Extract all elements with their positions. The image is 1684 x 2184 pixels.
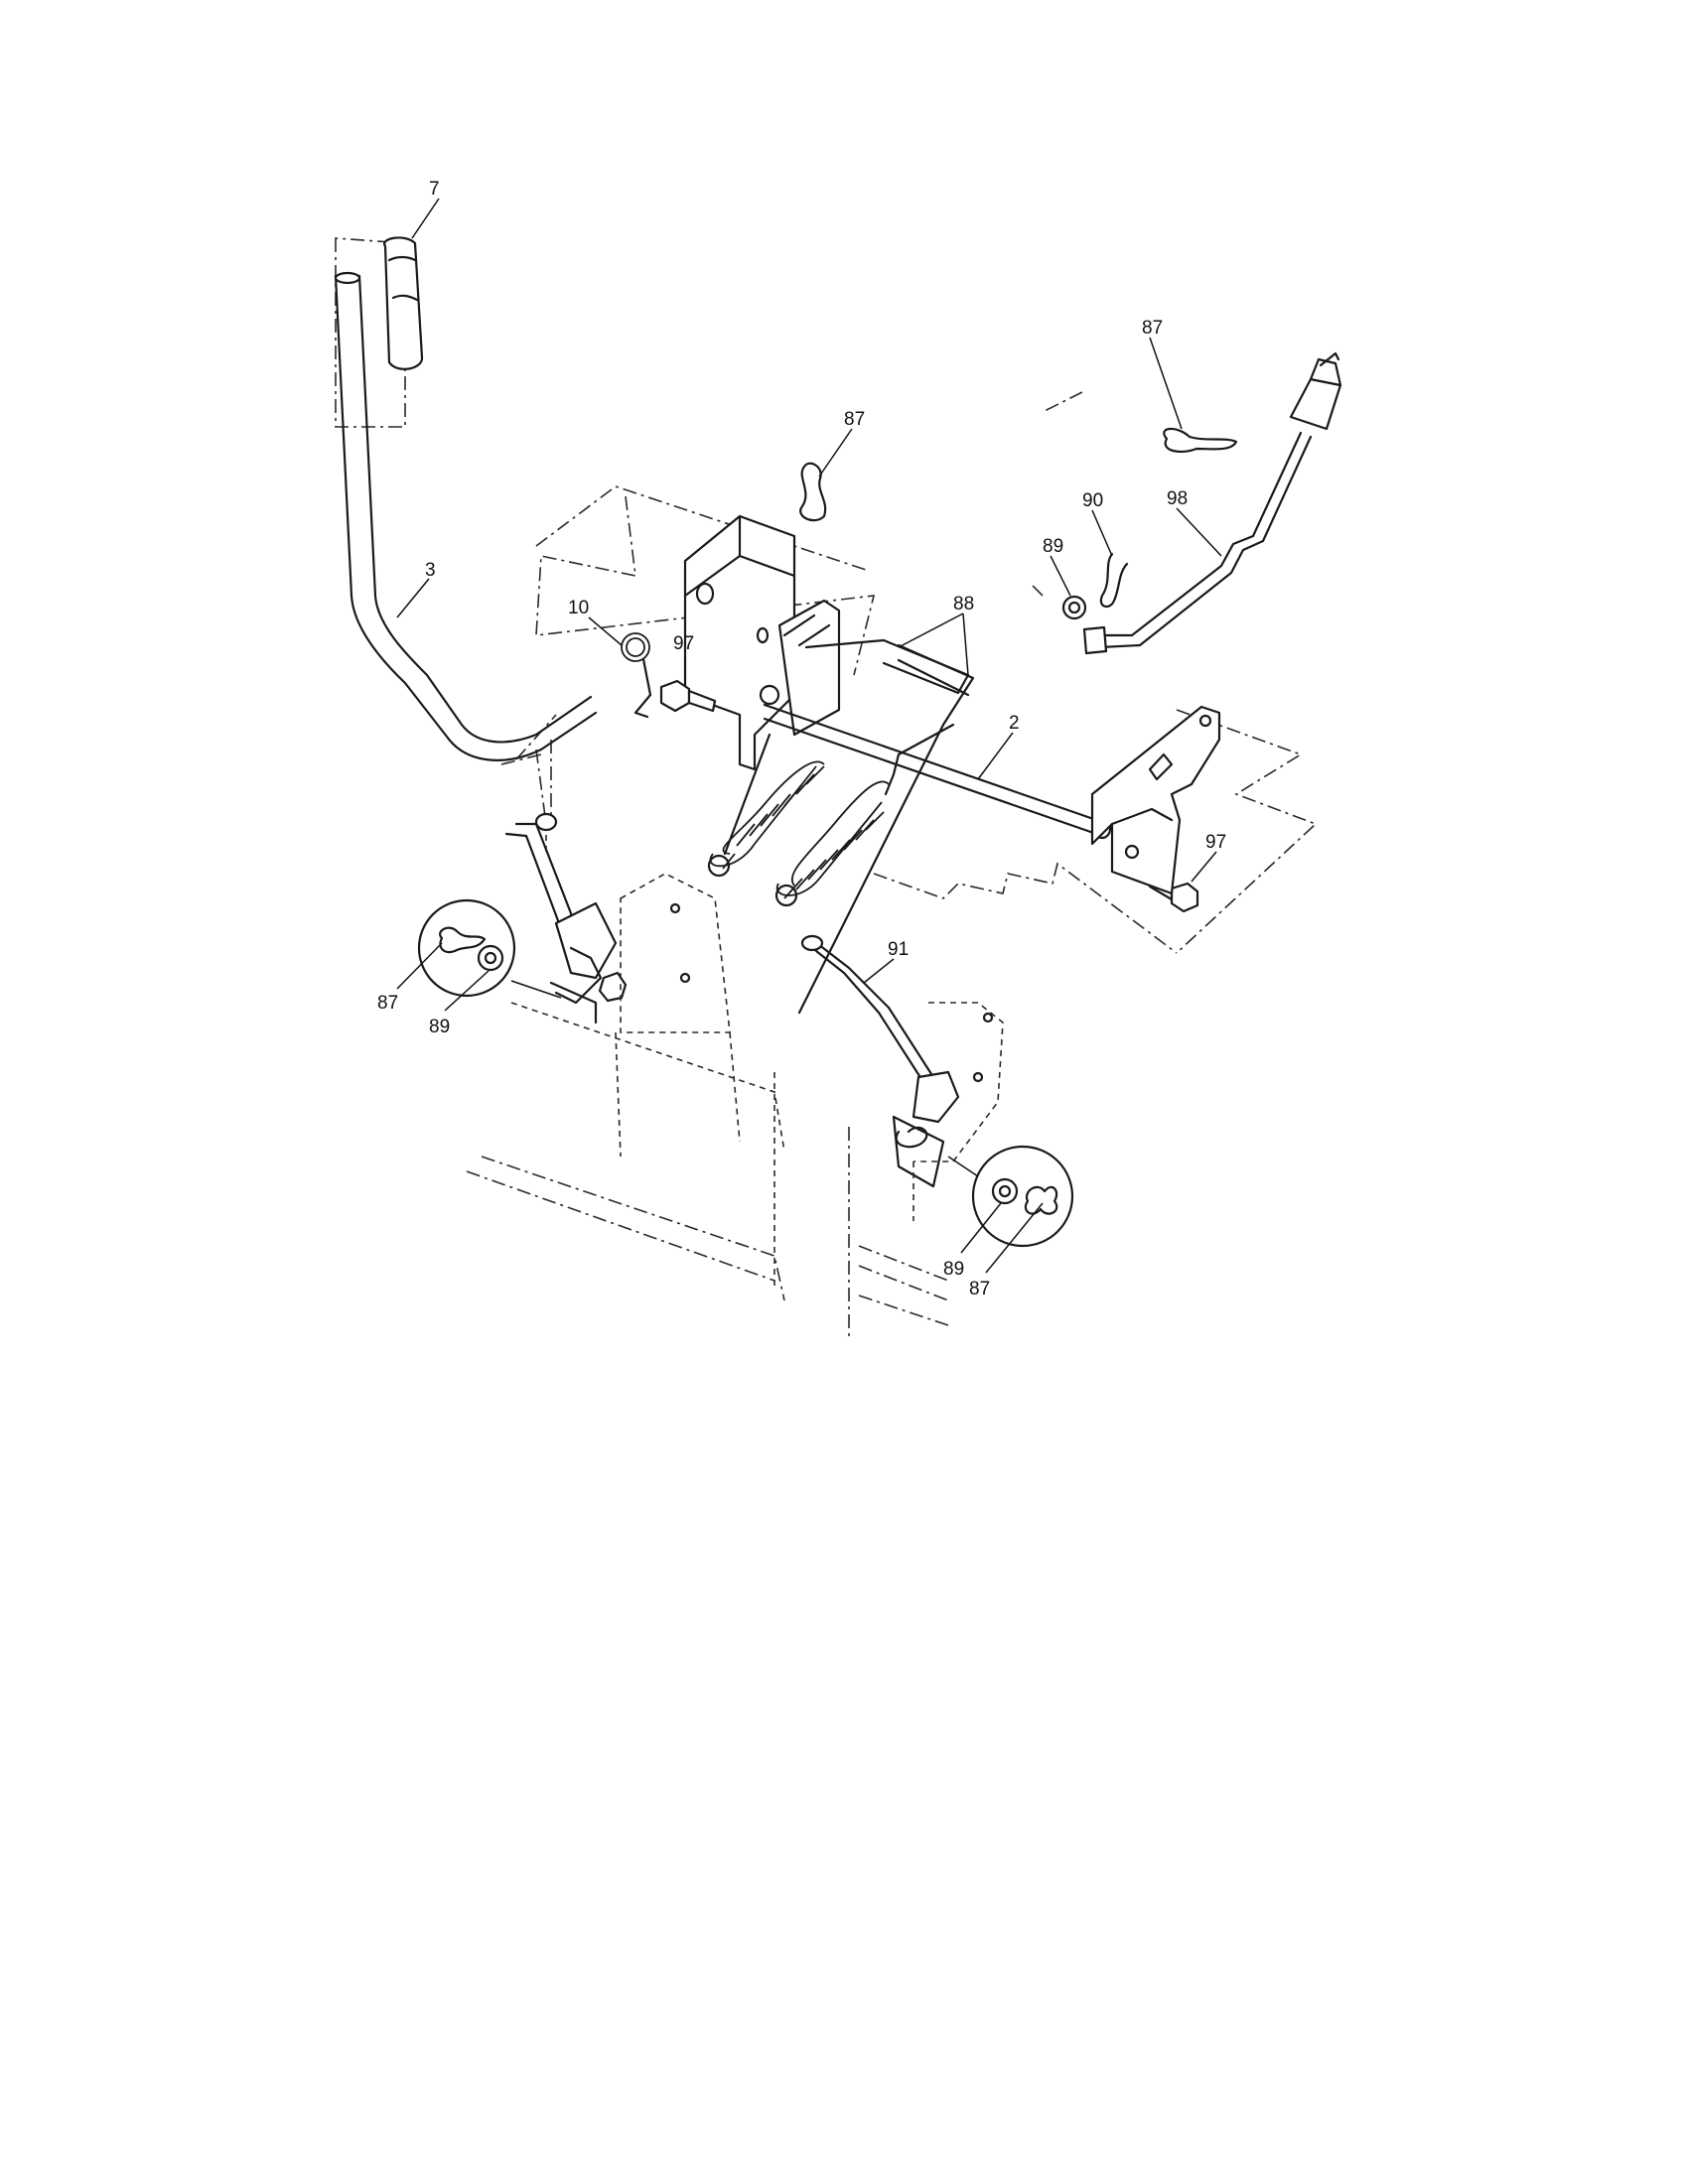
callouts: 7 87 87 90 98 89 3 10 97 88 2 97 91 87 8… (377, 179, 1226, 1299)
callout-2: 2 (1009, 713, 1020, 734)
callout-3: 3 (425, 560, 436, 581)
spring-left-coils (707, 760, 825, 878)
callout-87-top: 87 (844, 409, 865, 430)
right-lift-link-part (800, 934, 960, 1188)
left-detail-circle (417, 898, 562, 999)
right-clip-group (1061, 427, 1238, 620)
cross-shaft-part (763, 703, 1112, 840)
callout-89-bottom: 89 (943, 1259, 964, 1280)
callout-87-bottom: 87 (969, 1279, 990, 1299)
callout-91: 91 (888, 939, 909, 960)
bolt-center (659, 679, 717, 713)
leader-lines (396, 198, 1222, 1274)
lift-lever-part (334, 271, 598, 761)
callout-90: 90 (1082, 490, 1103, 511)
callout-97-right: 97 (1205, 832, 1226, 853)
drag-link-rod-part (1082, 351, 1342, 655)
callout-10: 10 (568, 598, 589, 618)
callout-98: 98 (1167, 488, 1188, 509)
callout-7: 7 (429, 179, 440, 200)
callout-87-left: 87 (377, 993, 398, 1014)
torsion-spring-part (621, 632, 652, 719)
handle-grip-part (383, 236, 424, 370)
center-bracket-assembly (683, 514, 841, 771)
left-deck-bracket (510, 873, 785, 1158)
top-clip (799, 462, 827, 522)
right-detail-circle (947, 1145, 1074, 1248)
callout-97-center: 97 (673, 633, 694, 654)
callout-89-left: 89 (429, 1017, 450, 1037)
right-bracket-assembly (1090, 705, 1221, 895)
right-deck-bracket (912, 1002, 1004, 1221)
spring-right-coils (774, 723, 955, 907)
callout-88: 88 (953, 594, 974, 614)
callout-87-right: 87 (1142, 318, 1163, 339)
callout-89-right: 89 (1043, 536, 1063, 557)
left-lift-link-part (504, 812, 628, 1024)
